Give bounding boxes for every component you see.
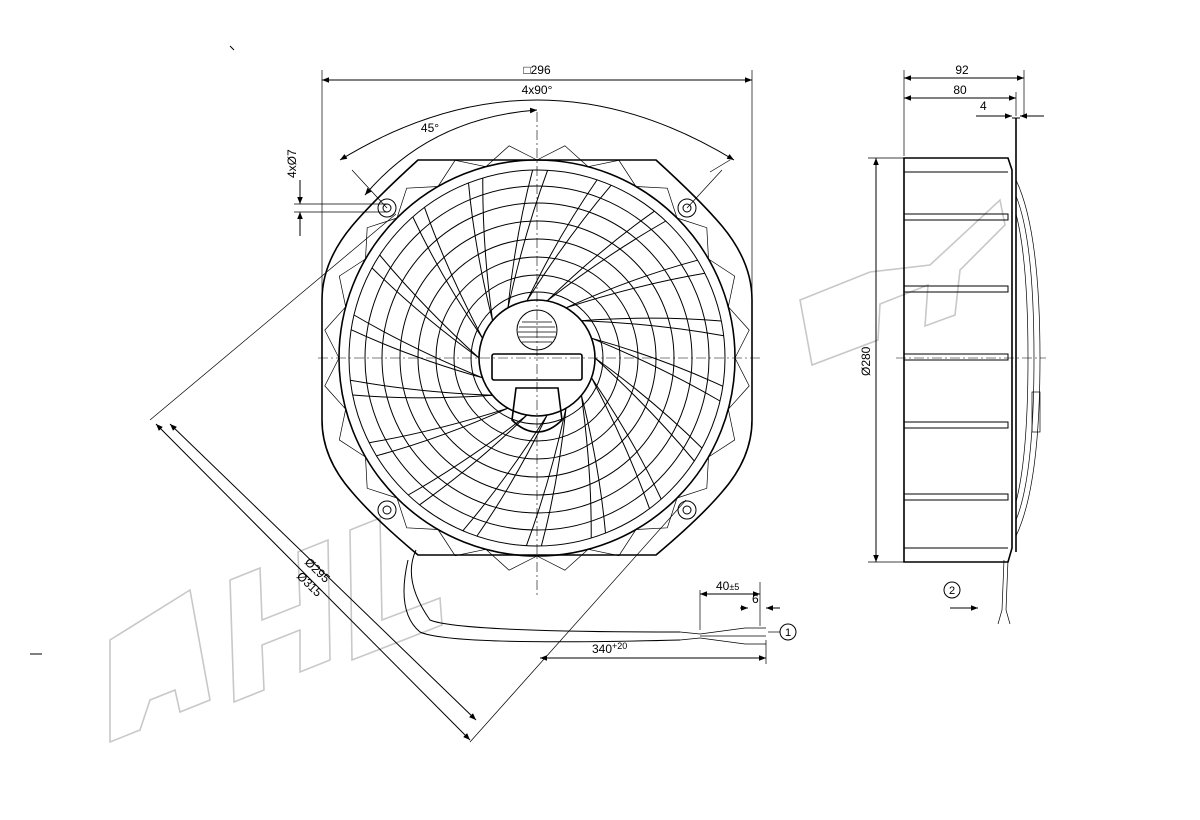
fan-blade: [581, 317, 722, 322]
dim-depth-total: 92: [955, 63, 969, 77]
side-ribs: [903, 171, 1009, 549]
cable-outline-top: [410, 549, 681, 633]
dim-cable-length: 340+20: [592, 641, 627, 656]
dim-flange: 4: [980, 99, 987, 113]
shroud-inner-ring: [348, 169, 726, 547]
callout-2-circle: [943, 581, 961, 599]
fan-blade-edge: [424, 207, 483, 339]
callout-1-circle: [779, 623, 797, 641]
side-wires: [997, 559, 1011, 625]
fan-blade: [565, 259, 698, 309]
fan-blade-edge: [525, 408, 567, 546]
fan-blade-edge: [546, 220, 667, 302]
side-guard: [1015, 179, 1041, 537]
fan-blade: [468, 182, 494, 321]
fan-blade: [540, 408, 567, 547]
motor-hub: [478, 299, 596, 417]
frame-rib: [728, 357, 750, 410]
fan-blade-edge: [379, 254, 480, 359]
dim-strip-length: 40±5: [716, 579, 739, 593]
frame-rib: [485, 145, 538, 167]
fan-blade-edge: [581, 320, 724, 337]
cable-outline-bottom: [403, 559, 681, 643]
stray-marks: [30, 45, 235, 655]
frame-rib: [588, 159, 637, 187]
frame-rib: [324, 357, 346, 410]
fan-blade-edge: [353, 314, 483, 379]
fan-blade-edge: [350, 379, 493, 396]
frame-rib: [676, 217, 709, 260]
fan-blade-edge: [565, 272, 705, 309]
fan-blade: [371, 267, 480, 359]
frame-rib: [676, 456, 709, 499]
fan-blade: [376, 407, 509, 457]
callout-2: 2: [949, 585, 955, 597]
cable-wire-ends: [679, 627, 766, 645]
fan-blade: [476, 414, 548, 537]
fan-blade-edge: [526, 184, 612, 302]
frame-rib: [635, 497, 678, 530]
dim-depth-body: 80: [953, 83, 967, 97]
connector-housing: [491, 353, 583, 381]
frame-rib: [708, 409, 736, 458]
fan-blade-edge: [594, 357, 695, 462]
frame-rib: [324, 306, 346, 359]
frame-rib: [536, 145, 589, 167]
side-view: 2: [896, 117, 1046, 625]
fan-blade-edge: [591, 337, 721, 402]
fan-blade: [412, 216, 483, 339]
fan-blade: [591, 377, 662, 500]
dim-overall-square: □296: [523, 63, 551, 77]
fan-blade: [591, 337, 724, 387]
front-view: [318, 112, 766, 645]
frame-rib: [635, 186, 678, 219]
frame-rib: [338, 258, 366, 307]
side-dimensions: 92 80 4 Ø280: [859, 63, 1044, 563]
dim-wire-end: 6: [752, 592, 759, 606]
dim-hole-angle: 45°: [421, 121, 439, 135]
fan-blade-edge: [580, 395, 592, 539]
cable-strain-relief: [511, 387, 563, 433]
fan-blades: [350, 169, 724, 547]
frame-rib: [536, 549, 589, 571]
fan-frame-outline: [321, 159, 753, 556]
fan-blade: [526, 179, 598, 302]
dim-fan-diameter: Ø280: [859, 346, 873, 376]
dim-holes: 4xØ7: [285, 149, 299, 178]
fan-blade: [352, 394, 493, 399]
fan-blade-edge: [507, 170, 549, 308]
frame-rib: [708, 258, 736, 307]
dim-hole-pattern: 4x90°: [522, 83, 553, 97]
guard-rings: [364, 185, 710, 531]
fan-blade: [580, 395, 606, 534]
fan-blade: [546, 210, 655, 302]
fan-blade-edge: [591, 377, 650, 509]
motor-vent: [516, 309, 558, 351]
fan-blade: [350, 329, 483, 379]
motor-vent-slots: [518, 321, 556, 343]
frame-rib: [728, 306, 750, 359]
callout-1: 1: [785, 627, 791, 639]
frame-rib: [588, 529, 637, 557]
fan-blade: [594, 357, 703, 449]
frame-rib: [485, 549, 538, 571]
front-dimensions: □296 4x90° 45° 4xØ7 Ø295 Ø315 40±5: [149, 63, 797, 743]
